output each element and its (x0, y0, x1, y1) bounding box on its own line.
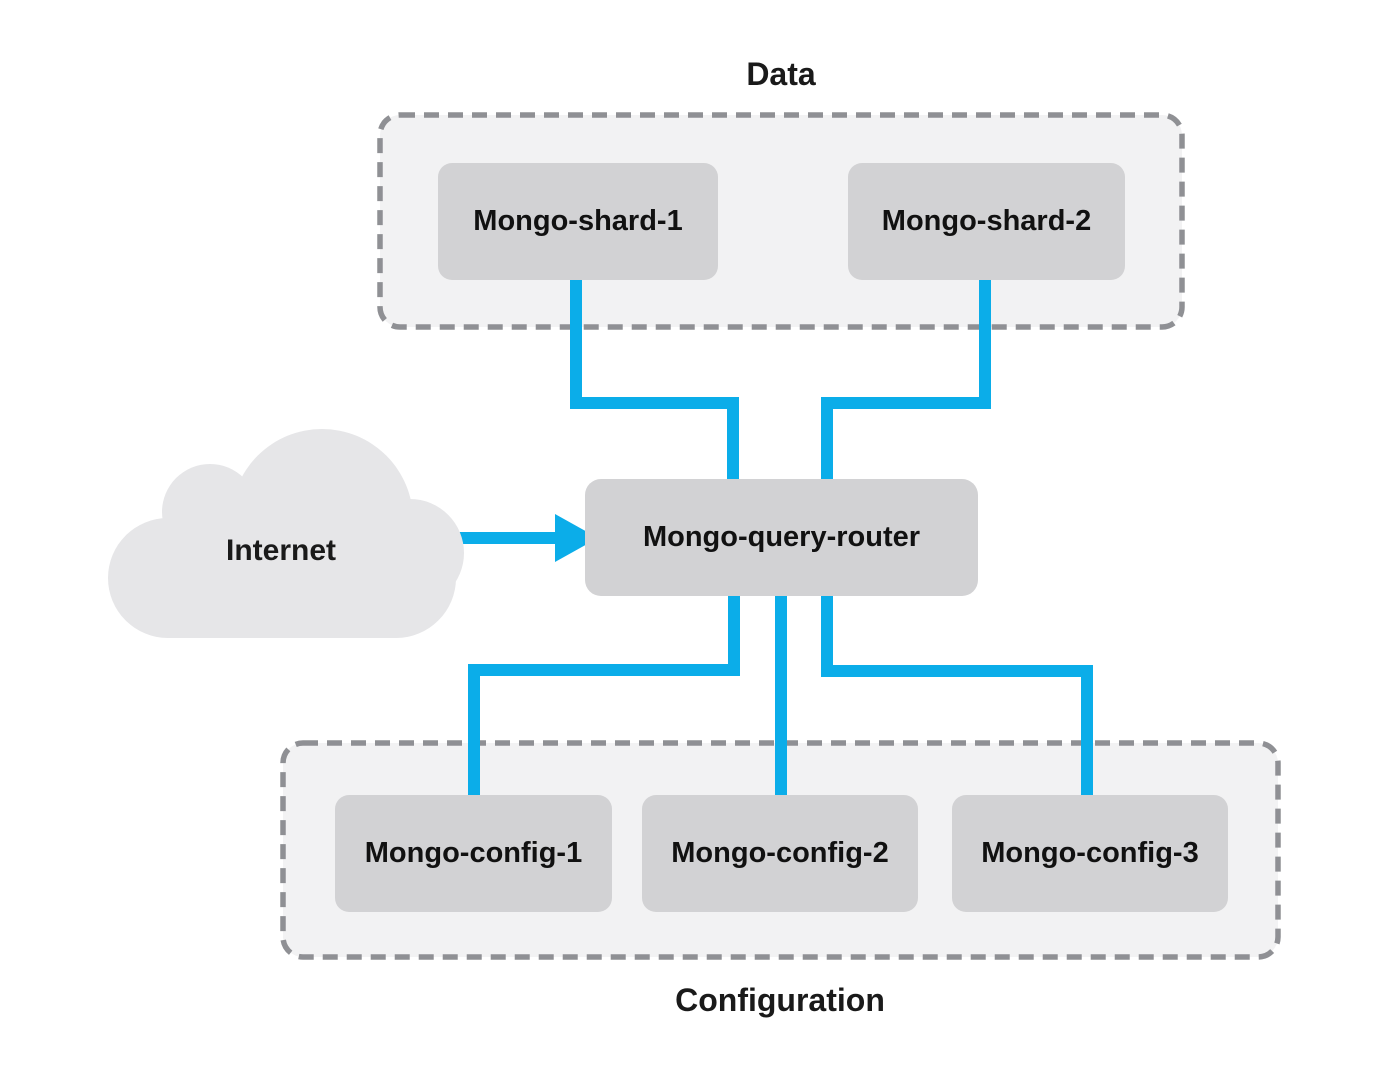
node-mongo-config-1-label: Mongo-config-1 (364, 837, 583, 869)
configuration-group-label: Configuration (675, 982, 885, 1018)
node-mongo-config-2: Mongo-config-2 (642, 795, 918, 912)
node-mongo-query-router-label: Mongo-query-router (642, 521, 921, 553)
edge-router-to-config3 (821, 590, 1093, 800)
node-mongo-config-2-label: Mongo-config-2 (671, 837, 889, 869)
node-mongo-shard-2-label: Mongo-shard-2 (881, 205, 1092, 237)
internet-cloud-icon (108, 429, 464, 638)
node-mongo-config-1: Mongo-config-1 (335, 795, 612, 912)
node-mongo-config-3-label: Mongo-config-3 (981, 837, 1199, 869)
node-mongo-query-router: Mongo-query-router (585, 479, 978, 596)
internet-label: Internet (225, 534, 337, 567)
edge-shard1-to-router (570, 277, 739, 485)
arrowhead-icon (555, 514, 598, 562)
edge-shard2-to-router (821, 277, 991, 485)
edge-router-to-config1 (468, 590, 740, 800)
node-mongo-shard-2: Mongo-shard-2 (848, 163, 1125, 280)
data-group-label: Data (746, 56, 816, 92)
node-mongo-config-3: Mongo-config-3 (952, 795, 1228, 912)
node-mongo-shard-1: Mongo-shard-1 (438, 163, 718, 280)
node-mongo-shard-1-label: Mongo-shard-1 (473, 205, 683, 237)
